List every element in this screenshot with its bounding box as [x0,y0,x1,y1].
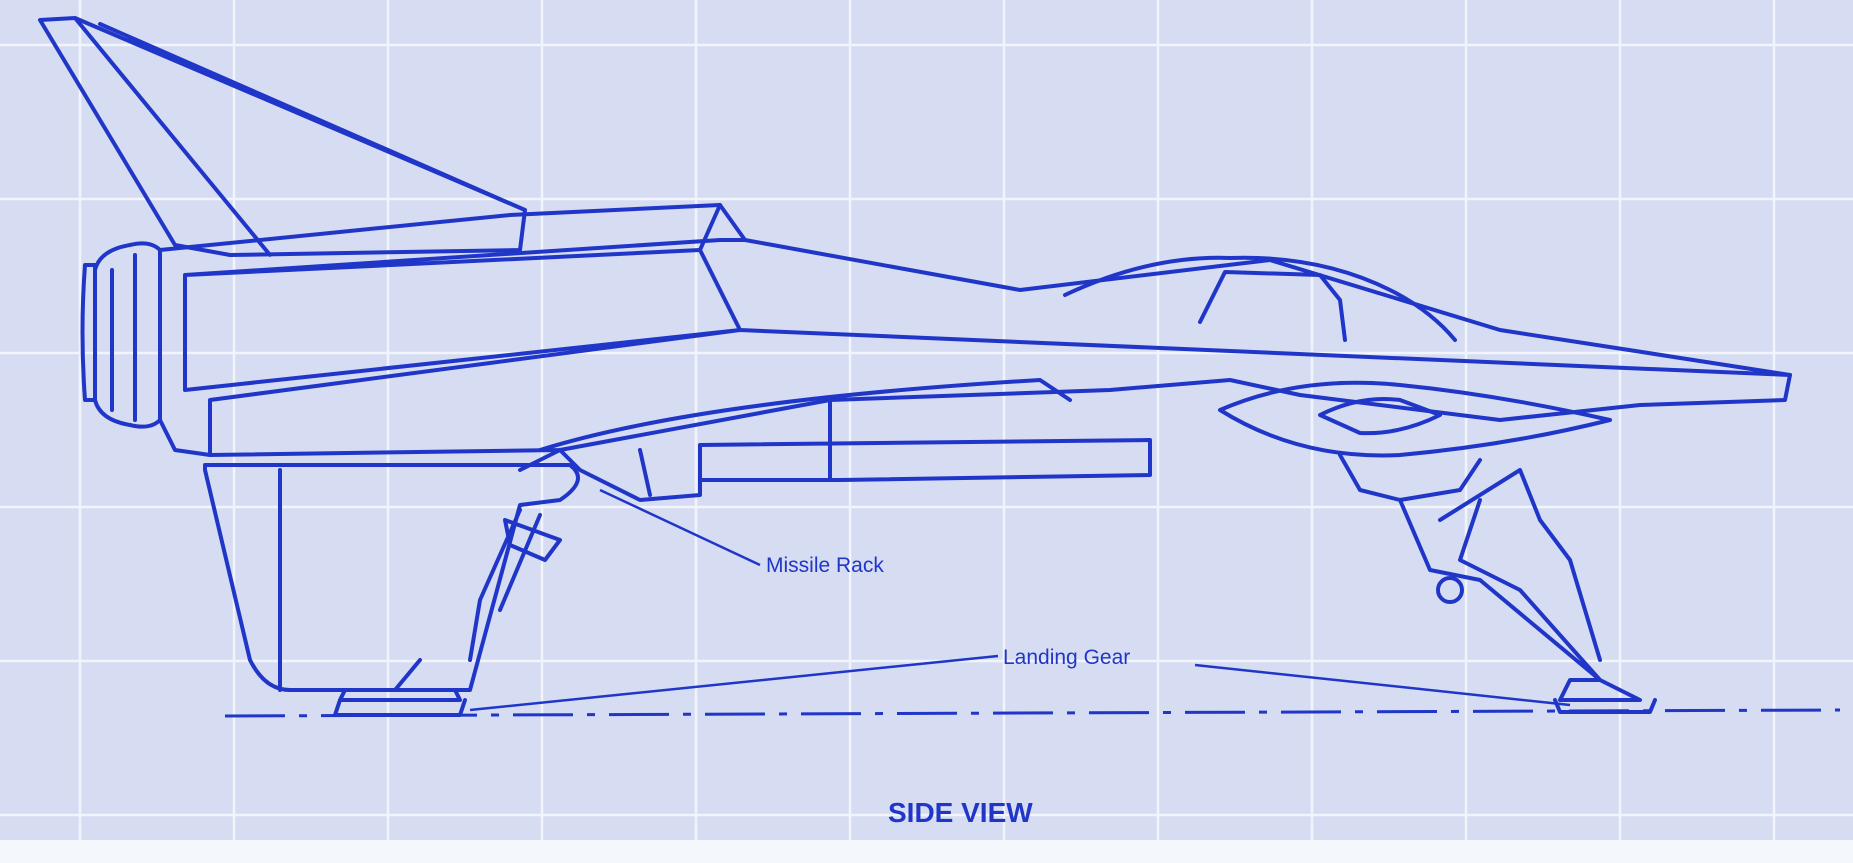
landing-gear-leader-front [1194,663,1571,707]
missile-rack-leader [599,488,761,567]
landing-gear-leader-rear [469,654,999,712]
ground-line [224,708,1841,718]
spaceship-drawing [38,16,1841,718]
front-landing-gear [1338,453,1657,714]
landing-gear-label: Landing Gear [1003,646,1130,669]
missile-rack [518,378,1152,502]
engine-nozzle [80,241,162,429]
tail-fin [38,16,527,257]
grid-lines [0,0,1853,840]
ship-side-view-diagram: Missile Rack Landing Gear SIDE VIEW [0,0,1853,840]
nose-pod [1218,380,1612,458]
aft-lower-hull [203,463,580,692]
callouts: Missile Rack Landing Gear SIDE VIEW [469,488,1571,828]
rear-landing-gear [333,508,562,717]
view-title: SIDE VIEW [888,797,1033,828]
cockpit-canopy [1063,255,1457,342]
hull-spine [183,203,1792,457]
front-gear-hub [1436,576,1464,604]
hull-upper [158,203,1792,457]
missile-rack-label: Missile Rack [766,554,884,577]
blueprint-sheet: Missile Rack Landing Gear SIDE VIEW [0,0,1853,840]
